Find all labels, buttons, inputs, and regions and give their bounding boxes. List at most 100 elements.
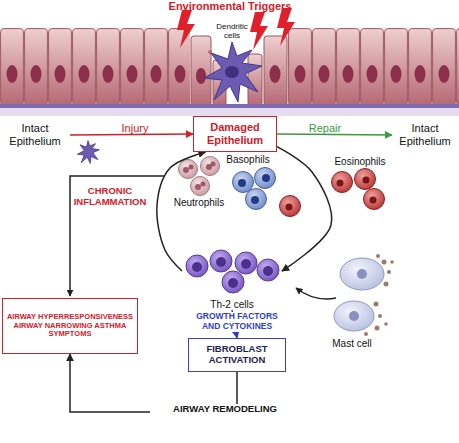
- edge-label: Injury: [100, 122, 170, 135]
- lightning-bolts: [177, 8, 295, 50]
- node-label: Intact Epithelium: [392, 122, 458, 147]
- text-node: Intact Epithelium: [392, 120, 458, 150]
- text-node: Intact Epithelium: [0, 120, 70, 150]
- part-label: Basophils: [222, 154, 274, 166]
- nucleus-lobe: [370, 197, 377, 204]
- nucleus-lobe: [211, 162, 216, 167]
- process-box: Damaged Epithelium: [193, 116, 277, 152]
- basophil: [246, 189, 267, 210]
- th2-cell: [186, 255, 208, 277]
- basophil-granules: [262, 174, 270, 182]
- damaged-cells: [191, 36, 287, 106]
- cell-nucleus: [270, 65, 281, 83]
- eosinophils: [280, 169, 385, 217]
- neutrophil: [201, 157, 220, 176]
- mast-cell: [340, 258, 384, 290]
- nucleus-lobe: [337, 180, 344, 187]
- granule: [384, 282, 389, 287]
- nucleus-lobe: [201, 182, 206, 187]
- node-label: Intact Epithelium: [0, 122, 70, 147]
- granule: [384, 322, 388, 326]
- th2-cell: [257, 259, 279, 281]
- cell-nucleus: [357, 269, 367, 279]
- nucleus-lobe: [189, 165, 194, 170]
- cell-nucleus: [192, 262, 202, 272]
- cell-nucleus: [349, 311, 359, 321]
- nucleus-lobe: [286, 204, 293, 211]
- basophil-granules: [238, 179, 246, 187]
- flow-arrow: [157, 152, 206, 271]
- edge-label: GROWTH FACTORS AND CYTOKINES: [187, 312, 287, 332]
- edge-label: AIRWAY REMODELING: [150, 404, 300, 415]
- nucleus-lobe: [183, 167, 189, 173]
- neutrophil: [191, 177, 210, 196]
- cell-nucleus: [216, 257, 226, 267]
- part-label: Neutrophils: [168, 197, 230, 209]
- cell-nucleus: [241, 259, 251, 269]
- node-label: FIBROBLAST ACTIVATION: [189, 344, 285, 366]
- part-label: Eosinophils: [328, 156, 392, 168]
- neutrophils: [179, 157, 220, 196]
- mast-cells: [334, 254, 394, 336]
- basophils: [233, 168, 276, 210]
- lamina-propria: [0, 104, 459, 116]
- granule: [374, 302, 379, 307]
- node-label: Damaged Epithelium: [194, 121, 276, 146]
- basophil: [233, 172, 254, 193]
- basement-membrane: [0, 104, 459, 108]
- eosinophil: [280, 196, 301, 217]
- edge-label: CHRONIC INFLAMMATION: [66, 186, 154, 208]
- th2-cell: [222, 271, 244, 293]
- cell-nucleus: [263, 266, 273, 276]
- granule: [378, 314, 382, 318]
- eosinophil: [364, 189, 385, 210]
- flow-arrow: [277, 147, 332, 271]
- basophil-granules: [251, 196, 259, 204]
- lightning-bolt: [250, 12, 268, 50]
- cell-nucleus: [196, 68, 206, 84]
- dendritic-cell: [204, 42, 262, 102]
- edge-label: Repair: [290, 122, 360, 135]
- cell-nucleus: [225, 66, 239, 78]
- lightning-bolt: [177, 10, 195, 48]
- th2-cells: [186, 250, 279, 293]
- damaged-cell: [248, 54, 262, 106]
- part-label: Environmental Triggers: [150, 0, 310, 13]
- cell-group: Th-2 cells: [182, 250, 282, 310]
- granule: [376, 254, 380, 258]
- nucleus-lobe: [363, 177, 370, 184]
- intact-epithelium-cells: [0, 28, 190, 106]
- dendritic-cell: [77, 141, 99, 164]
- nucleus-lobe: [195, 184, 201, 190]
- damaged-cell: [191, 36, 211, 106]
- damaged-cell: [264, 36, 287, 106]
- granule: [390, 260, 394, 264]
- outcome-box: AIRWAY HYPERRESPONSIVENESS AIRWAY NARROW…: [2, 298, 138, 354]
- process-box: FIBROBLAST ACTIVATION: [188, 338, 286, 372]
- node-label: Th-2 cells: [210, 299, 253, 311]
- neutrophil: [179, 160, 198, 179]
- granule: [382, 260, 387, 265]
- granule: [364, 332, 368, 336]
- part-label: Dendritic cells: [210, 22, 254, 40]
- granule: [387, 270, 391, 274]
- dendritic-cell-body: [77, 141, 99, 164]
- flow-arrow: [277, 134, 392, 135]
- mast-cell-arrow: [296, 288, 336, 299]
- basophil: [255, 168, 276, 189]
- lightning-bolt: [277, 8, 295, 46]
- th2-cell: [210, 250, 232, 272]
- mast-cell: [334, 301, 374, 331]
- mast-granules: [364, 254, 394, 336]
- eosinophil: [355, 169, 376, 190]
- eosinophil: [332, 172, 353, 193]
- flow-arrow: [70, 134, 193, 135]
- th2-cell: [235, 252, 257, 274]
- node-label: AIRWAY HYPERRESPONSIVENESS AIRWAY NARROW…: [3, 313, 137, 339]
- part-label: Mast cell: [322, 338, 382, 350]
- granule: [375, 326, 380, 331]
- cell-nucleus: [228, 278, 238, 288]
